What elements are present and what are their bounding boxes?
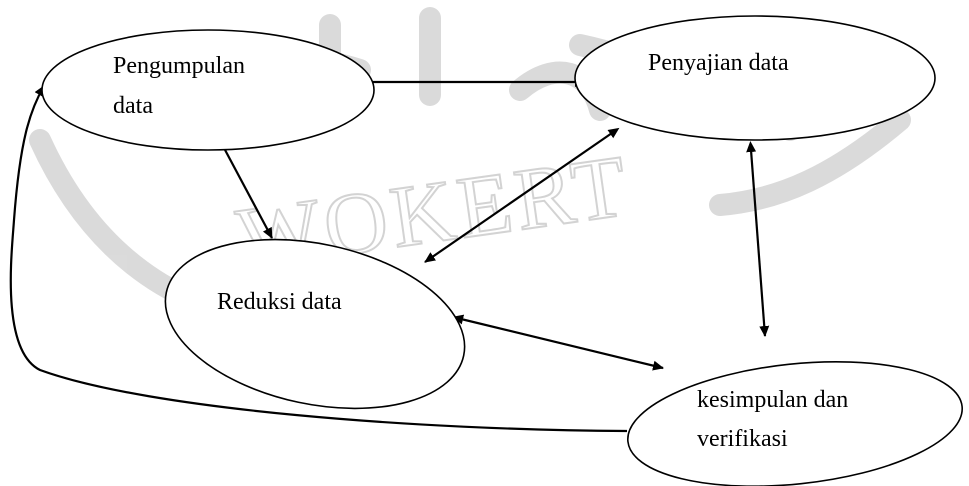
kesimpulan-ellipse bbox=[627, 360, 963, 486]
penyajian-ellipse bbox=[574, 15, 936, 141]
kesimpulan-label-line1: kesimpulan dan bbox=[697, 387, 848, 413]
node-reduksi-data: Reduksi data bbox=[164, 238, 466, 410]
reduksi-label: Reduksi data bbox=[217, 289, 342, 315]
edge-reduksi-kesimpulan bbox=[452, 314, 664, 371]
edge-pengumpulan-to-reduksi bbox=[223, 147, 273, 239]
node-pengumpulan-data: Pengumpulan data bbox=[41, 29, 375, 151]
pengumpulan-label-line2: data bbox=[113, 93, 153, 119]
edges bbox=[9, 77, 770, 433]
kesimpulan-label-line2: verifikasi bbox=[697, 426, 788, 452]
edge-penyajian-kesimpulan bbox=[746, 141, 770, 337]
node-kesimpulan-verifikasi: kesimpulan dan verifikasi bbox=[627, 360, 963, 486]
pengumpulan-label-line1: Pengumpulan bbox=[113, 53, 245, 79]
node-penyajian-data: Penyajian data bbox=[574, 15, 936, 141]
pengumpulan-ellipse bbox=[41, 29, 375, 151]
edge-kesimpulan-to-pengumpulan bbox=[9, 85, 628, 433]
edge-penyajian-reduksi bbox=[424, 127, 620, 263]
reduksi-ellipse bbox=[164, 238, 466, 410]
penyajian-label: Penyajian data bbox=[648, 50, 789, 76]
